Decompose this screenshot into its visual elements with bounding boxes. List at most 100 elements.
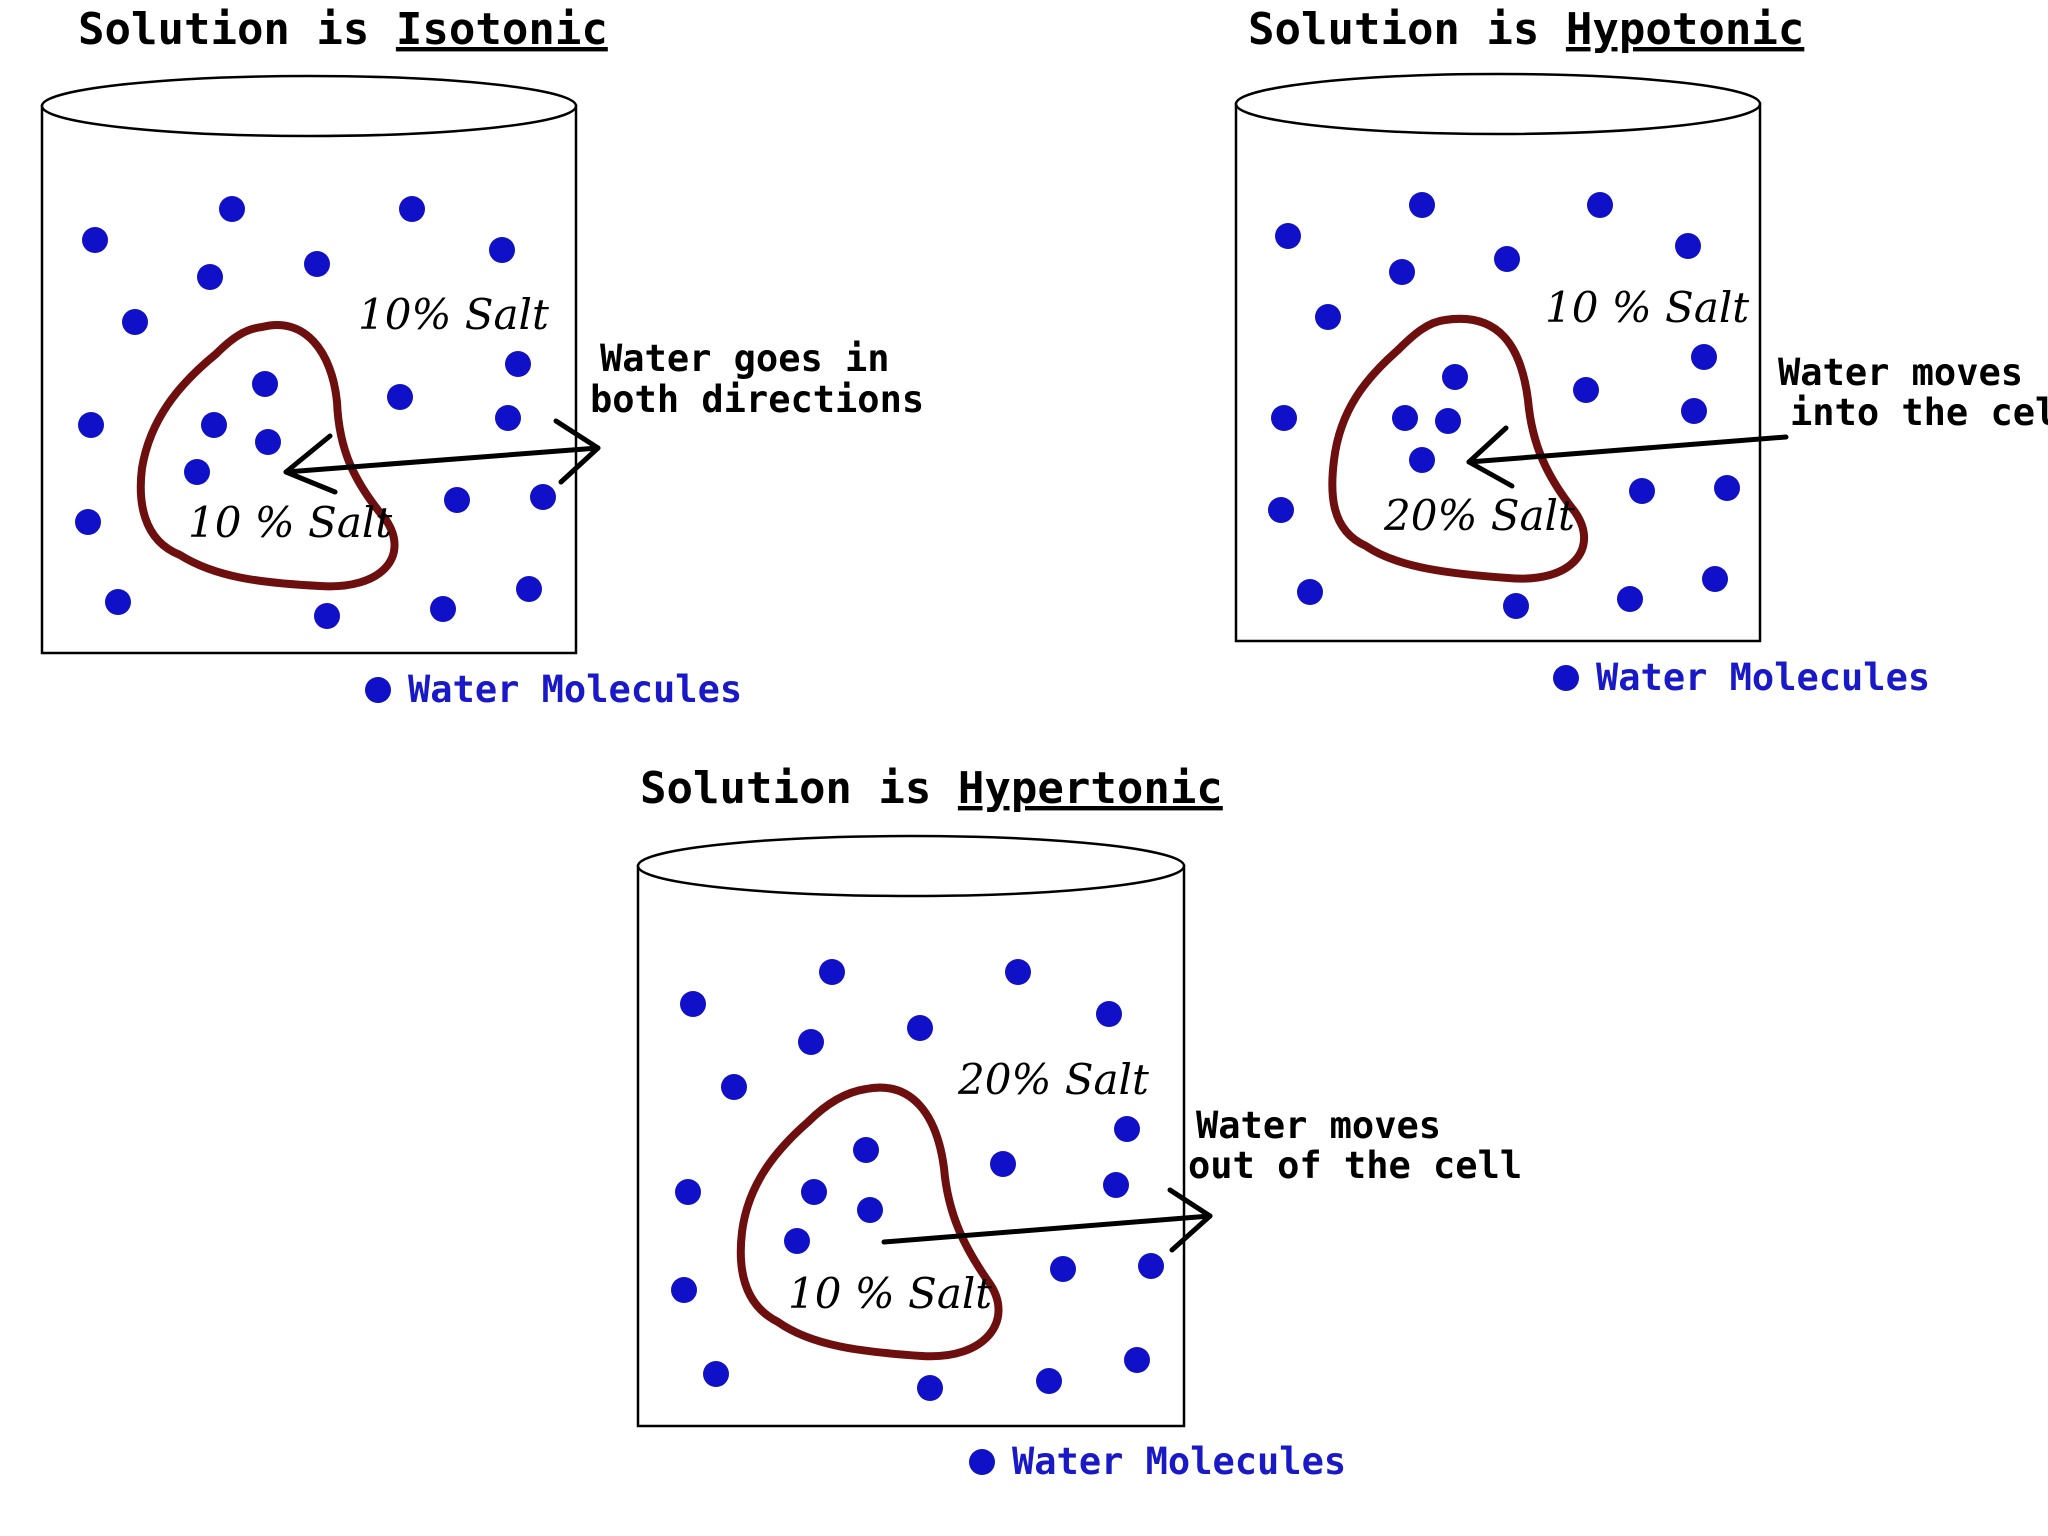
water-molecule xyxy=(1702,566,1728,592)
water-molecule xyxy=(78,412,104,438)
water-molecule-legend-icon xyxy=(969,1449,995,1475)
water-molecule xyxy=(1409,192,1435,218)
water-molecule xyxy=(798,1029,824,1055)
water-molecule xyxy=(1103,1172,1129,1198)
note-line: into the cell xyxy=(1790,391,2048,434)
water-molecule xyxy=(1435,408,1461,434)
cell-membrane xyxy=(736,1083,1003,1361)
water-molecule xyxy=(1389,259,1415,285)
water-molecule-legend-icon xyxy=(365,677,391,703)
water-molecule xyxy=(1675,233,1701,259)
legend-label: Water Molecules xyxy=(1012,1440,1346,1483)
water-molecule xyxy=(387,384,413,410)
water-molecule xyxy=(444,487,470,513)
legend-label: Water Molecules xyxy=(1596,656,1930,699)
water-molecule xyxy=(1036,1368,1062,1394)
direction-note: Water moves into the cell xyxy=(1778,351,2048,434)
beaker-body xyxy=(1234,102,1762,643)
water-molecule xyxy=(1681,398,1707,424)
cell-membrane xyxy=(136,321,399,591)
water-molecule xyxy=(1050,1256,1076,1282)
water-molecule xyxy=(1392,405,1418,431)
water-molecule xyxy=(105,589,131,615)
water-molecule xyxy=(197,264,223,290)
water-molecule xyxy=(1005,959,1031,985)
water-molecule xyxy=(1275,223,1301,249)
beaker-rim xyxy=(40,74,578,138)
hypotonic-title: Solution is Hypotonic xyxy=(1248,4,1804,55)
water-molecule xyxy=(671,1277,697,1303)
water-molecule xyxy=(201,412,227,438)
both-directions-arrow xyxy=(283,418,601,495)
water-molecules xyxy=(1268,192,1740,619)
water-molecule xyxy=(399,196,425,222)
water-molecule xyxy=(784,1228,810,1254)
water-molecule xyxy=(75,509,101,535)
water-molecule xyxy=(1096,1001,1122,1027)
isotonic-panel: Solution is Isotonic xyxy=(40,4,924,711)
outward-arrow xyxy=(881,1187,1213,1253)
water-molecule xyxy=(252,371,278,397)
beaker xyxy=(1234,72,1762,643)
water-molecule xyxy=(853,1137,879,1163)
water-molecules xyxy=(75,196,556,629)
outside-salt-label: 10 % Salt xyxy=(1545,283,1749,332)
water-molecule xyxy=(1268,497,1294,523)
isotonic-title: Solution is Isotonic xyxy=(78,4,608,55)
legend: Water Molecules xyxy=(969,1440,1346,1483)
cell-membrane xyxy=(1328,314,1589,583)
arrow-shaft xyxy=(283,445,601,475)
water-molecule xyxy=(505,351,531,377)
water-molecule xyxy=(1409,447,1435,473)
water-molecule xyxy=(255,429,281,455)
inside-salt-label: 20% Salt xyxy=(1383,491,1575,540)
water-molecule xyxy=(495,405,521,431)
inside-salt-label: 10 % Salt xyxy=(788,1269,992,1318)
water-molecule xyxy=(1587,192,1613,218)
water-molecule xyxy=(304,251,330,277)
arrow-head-left xyxy=(283,433,338,495)
inside-salt-label: 10 % Salt xyxy=(188,498,392,547)
water-molecule xyxy=(219,196,245,222)
water-molecule xyxy=(122,309,148,335)
title-term: Isotonic xyxy=(396,4,608,55)
water-molecule xyxy=(917,1375,943,1401)
water-molecule xyxy=(489,237,515,263)
note-line: Water moves xyxy=(1196,1104,1441,1147)
beaker xyxy=(40,74,578,655)
note-line: out of the cell xyxy=(1188,1144,1522,1187)
hypertonic-title: Solution is Hypertonic xyxy=(640,763,1223,814)
legend: Water Molecules xyxy=(1553,656,1930,699)
water-molecules xyxy=(671,959,1164,1401)
outside-salt-label: 20% Salt xyxy=(957,1055,1149,1104)
hypotonic-panel: Solution is Hypotonic xyxy=(1234,4,2048,699)
beaker-body xyxy=(40,104,578,655)
water-molecule xyxy=(184,459,210,485)
water-molecule xyxy=(1315,304,1341,330)
water-molecule xyxy=(1271,405,1297,431)
title-prefix: Solution is xyxy=(640,763,958,814)
water-molecule xyxy=(1114,1116,1140,1142)
inward-arrow xyxy=(1466,425,1789,489)
water-molecule xyxy=(314,603,340,629)
beaker xyxy=(636,834,1186,1428)
water-molecule xyxy=(516,576,542,602)
arrow-head xyxy=(1466,425,1515,489)
water-molecule xyxy=(1617,586,1643,612)
water-molecule xyxy=(1714,475,1740,501)
beaker-body xyxy=(636,864,1186,1428)
water-molecule xyxy=(82,227,108,253)
legend: Water Molecules xyxy=(365,668,742,711)
direction-note: Water goes in both directions xyxy=(590,337,924,421)
outside-salt-label: 10% Salt xyxy=(358,290,549,339)
note-line: Water moves xyxy=(1778,351,2023,394)
note-line: both directions xyxy=(590,378,924,421)
water-molecule xyxy=(721,1074,747,1100)
water-molecule xyxy=(857,1197,883,1223)
arrow-shaft xyxy=(1466,434,1789,465)
water-molecule xyxy=(990,1151,1016,1177)
water-molecule xyxy=(801,1179,827,1205)
title-prefix: Solution is xyxy=(78,4,396,55)
water-molecule xyxy=(430,596,456,622)
